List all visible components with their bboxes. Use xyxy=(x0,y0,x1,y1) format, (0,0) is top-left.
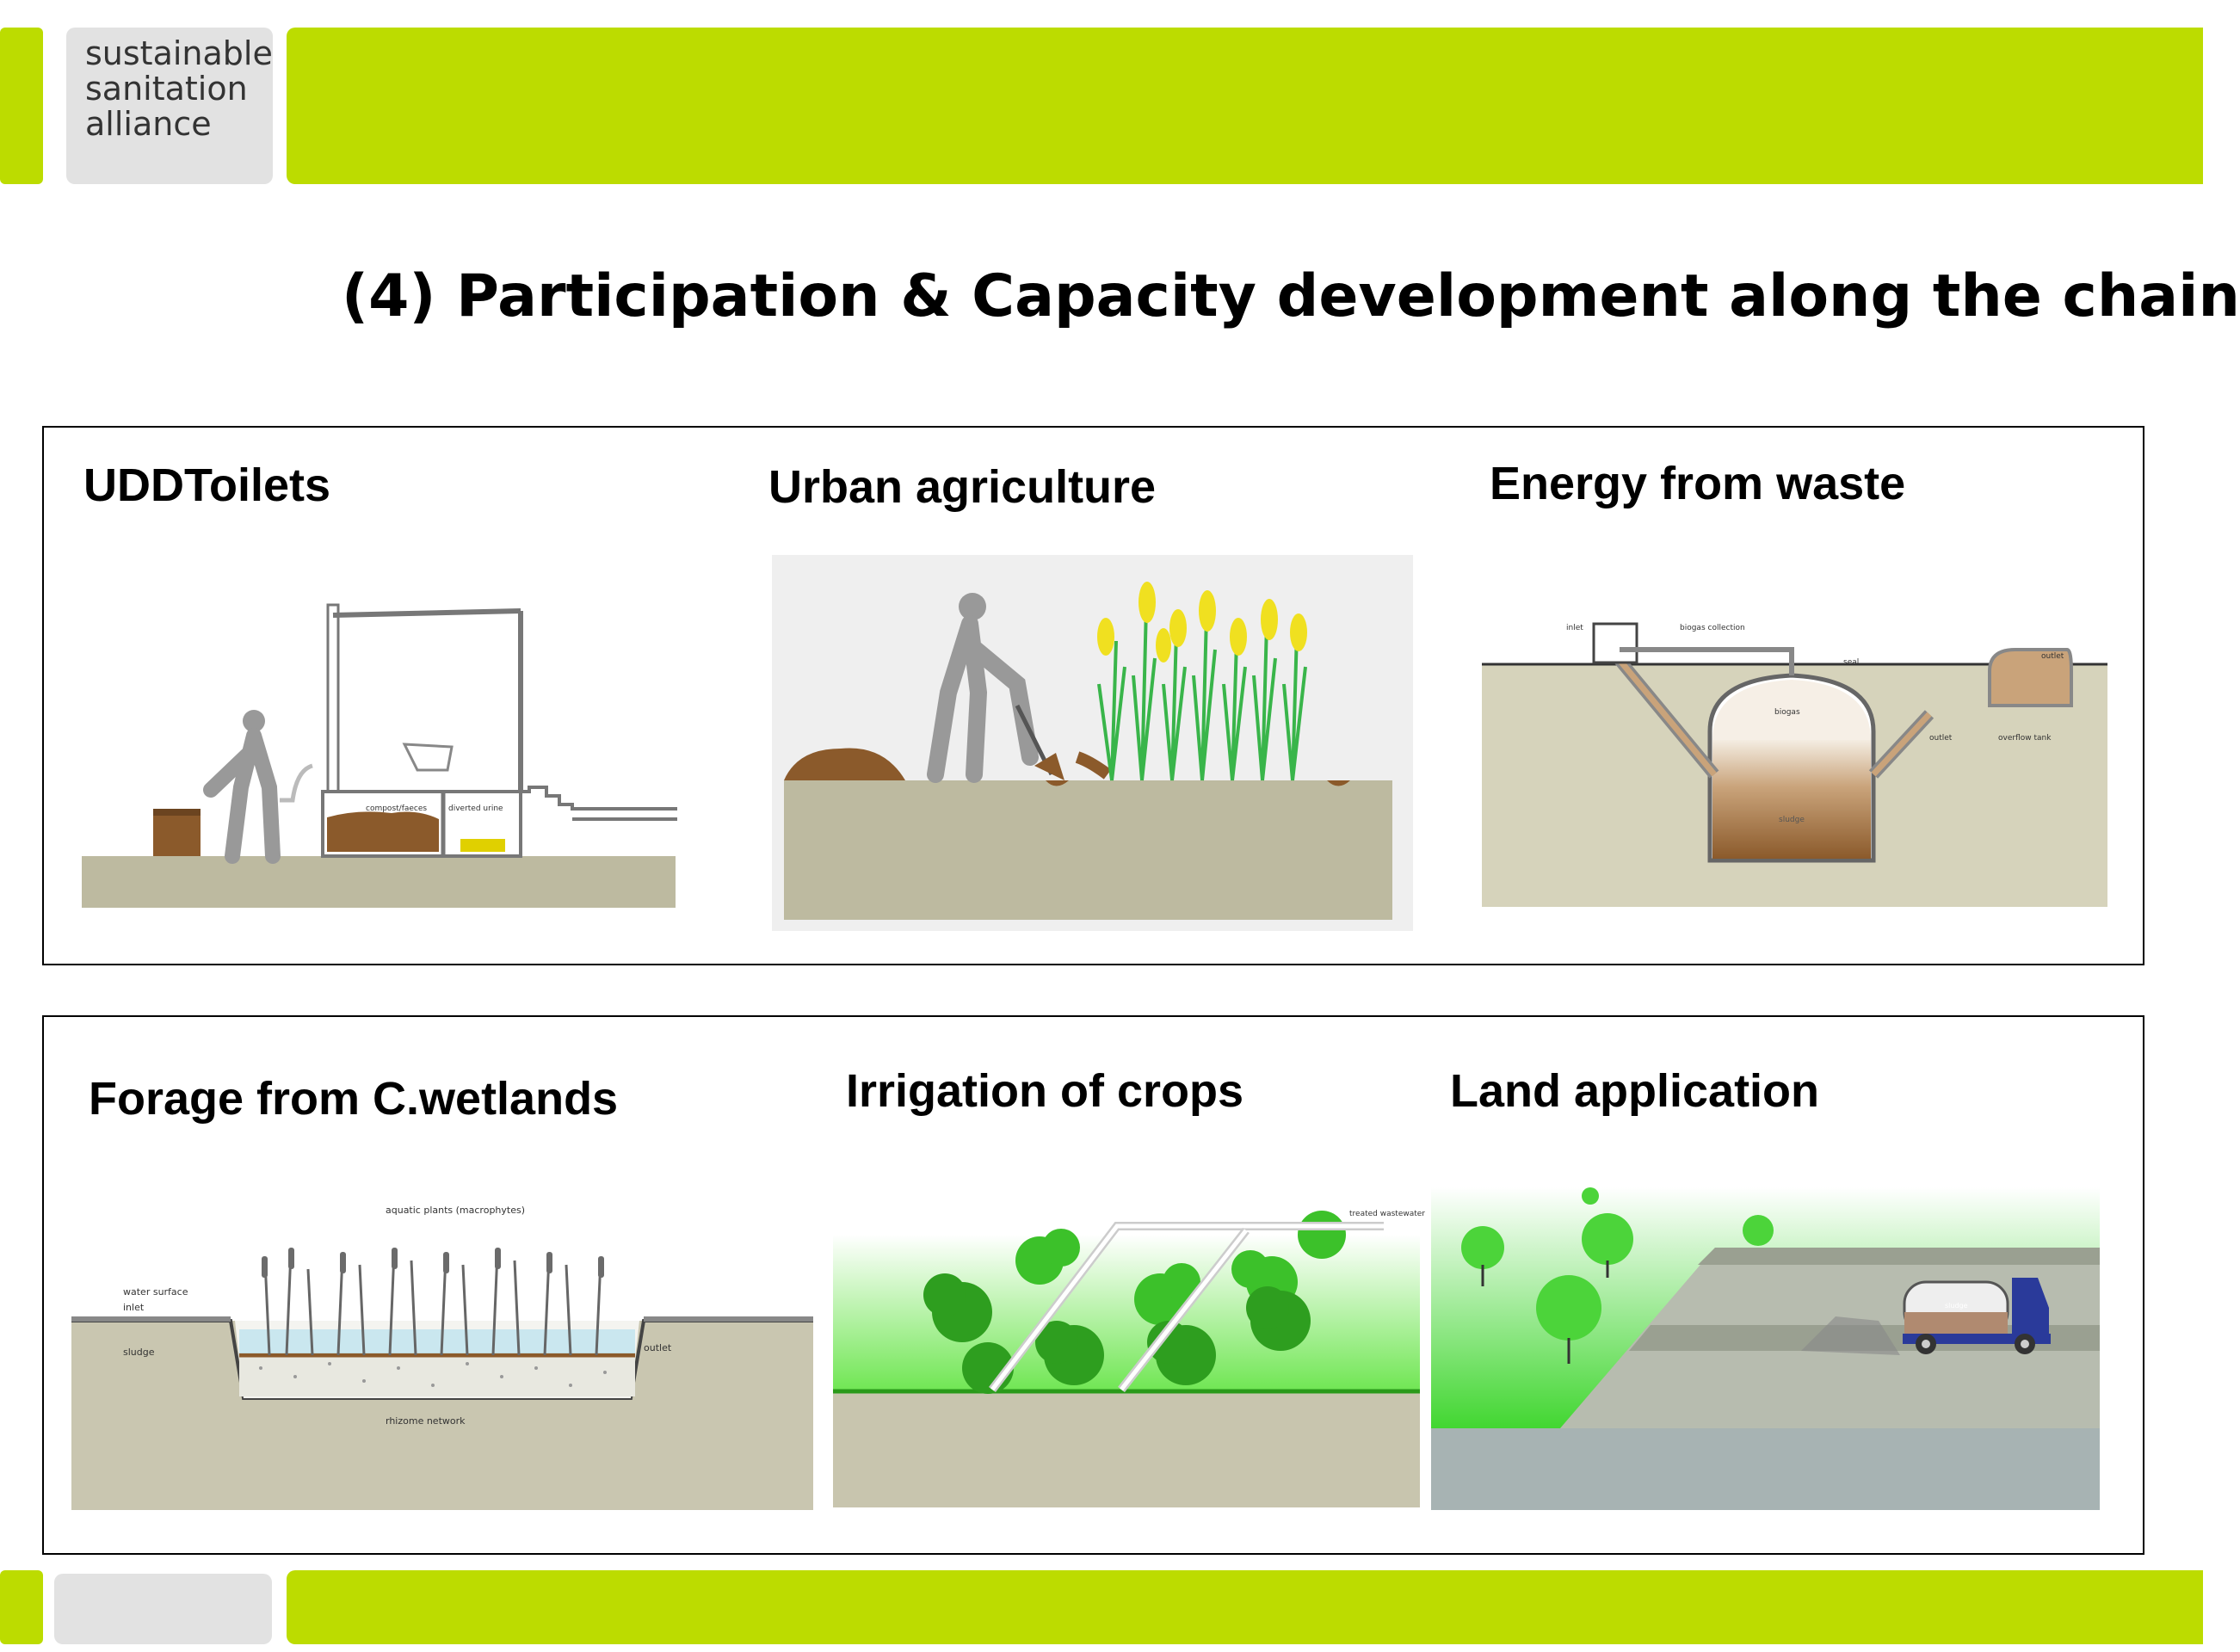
logo-line-3: alliance xyxy=(85,105,212,143)
biogas-label-3: seal xyxy=(1843,658,1859,667)
caption-urban-agriculture: Urban agriculture xyxy=(768,461,1157,513)
footer-grey-box xyxy=(54,1574,272,1644)
urban-agriculture-illustration xyxy=(772,555,1413,931)
wetland-label-6: rhizome network xyxy=(386,1415,466,1427)
wetland-illustration: aquatic plants (macrophytes) water surfa… xyxy=(71,1205,813,1510)
footer-banner xyxy=(287,1570,2203,1644)
uddt-illustration: compost/faeces diverted urine xyxy=(82,603,677,908)
header-banner xyxy=(287,28,2203,184)
logo-line-1: sustainable xyxy=(85,34,273,72)
wetland-label-1: aquatic plants (macrophytes) xyxy=(386,1205,525,1216)
biogas-label-1: inlet xyxy=(1566,624,1583,632)
caption-energy-from-waste: Energy from waste xyxy=(1490,458,1906,509)
wetland-label-5: outlet xyxy=(644,1342,672,1353)
wetland-label-2: water surface xyxy=(123,1286,188,1298)
irrigation-illustration: treated wastewater xyxy=(833,1210,1425,1507)
logo-box: sustainable sanitation alliance xyxy=(66,28,273,184)
land-application-illustration: sludge xyxy=(1431,1187,2100,1510)
energy-from-waste-illustration: inlet biogas collection seal outlet biog… xyxy=(1482,622,2107,907)
slide-title: (4) Participation & Capacity development… xyxy=(342,262,2240,330)
wetland-label-4: sludge xyxy=(123,1347,155,1358)
caption-irrigation-of-crops: Irrigation of crops xyxy=(846,1065,1244,1117)
irrigation-label-1: treated wastewater xyxy=(1349,1210,1425,1218)
biogas-label-4: outlet xyxy=(2041,652,2064,661)
caption-uddtoilets: UDDToilets xyxy=(83,459,331,511)
biogas-label-5: biogas xyxy=(1774,708,1800,717)
caption-forage-from-c-wetlands: Forage from C.wetlands xyxy=(89,1073,619,1125)
biogas-label-2: biogas collection xyxy=(1680,624,1745,632)
biogas-label-6: outlet xyxy=(1929,734,1953,743)
logo-line-2: sanitation xyxy=(85,70,248,108)
land-label-1: sludge xyxy=(1945,1302,1968,1310)
left-accent-bar-bottom xyxy=(0,1570,43,1644)
uddt-label-2: diverted urine xyxy=(448,804,503,813)
biogas-label-7: overflow tank xyxy=(1998,734,2052,743)
caption-land-application: Land application xyxy=(1450,1065,1820,1117)
left-accent-bar-top xyxy=(0,28,43,184)
uddt-label-1: compost/faeces xyxy=(366,804,427,813)
biogas-label-8: sludge xyxy=(1779,816,1805,824)
wetland-label-3: inlet xyxy=(123,1302,145,1313)
logo: sustainable sanitation alliance xyxy=(85,36,273,142)
